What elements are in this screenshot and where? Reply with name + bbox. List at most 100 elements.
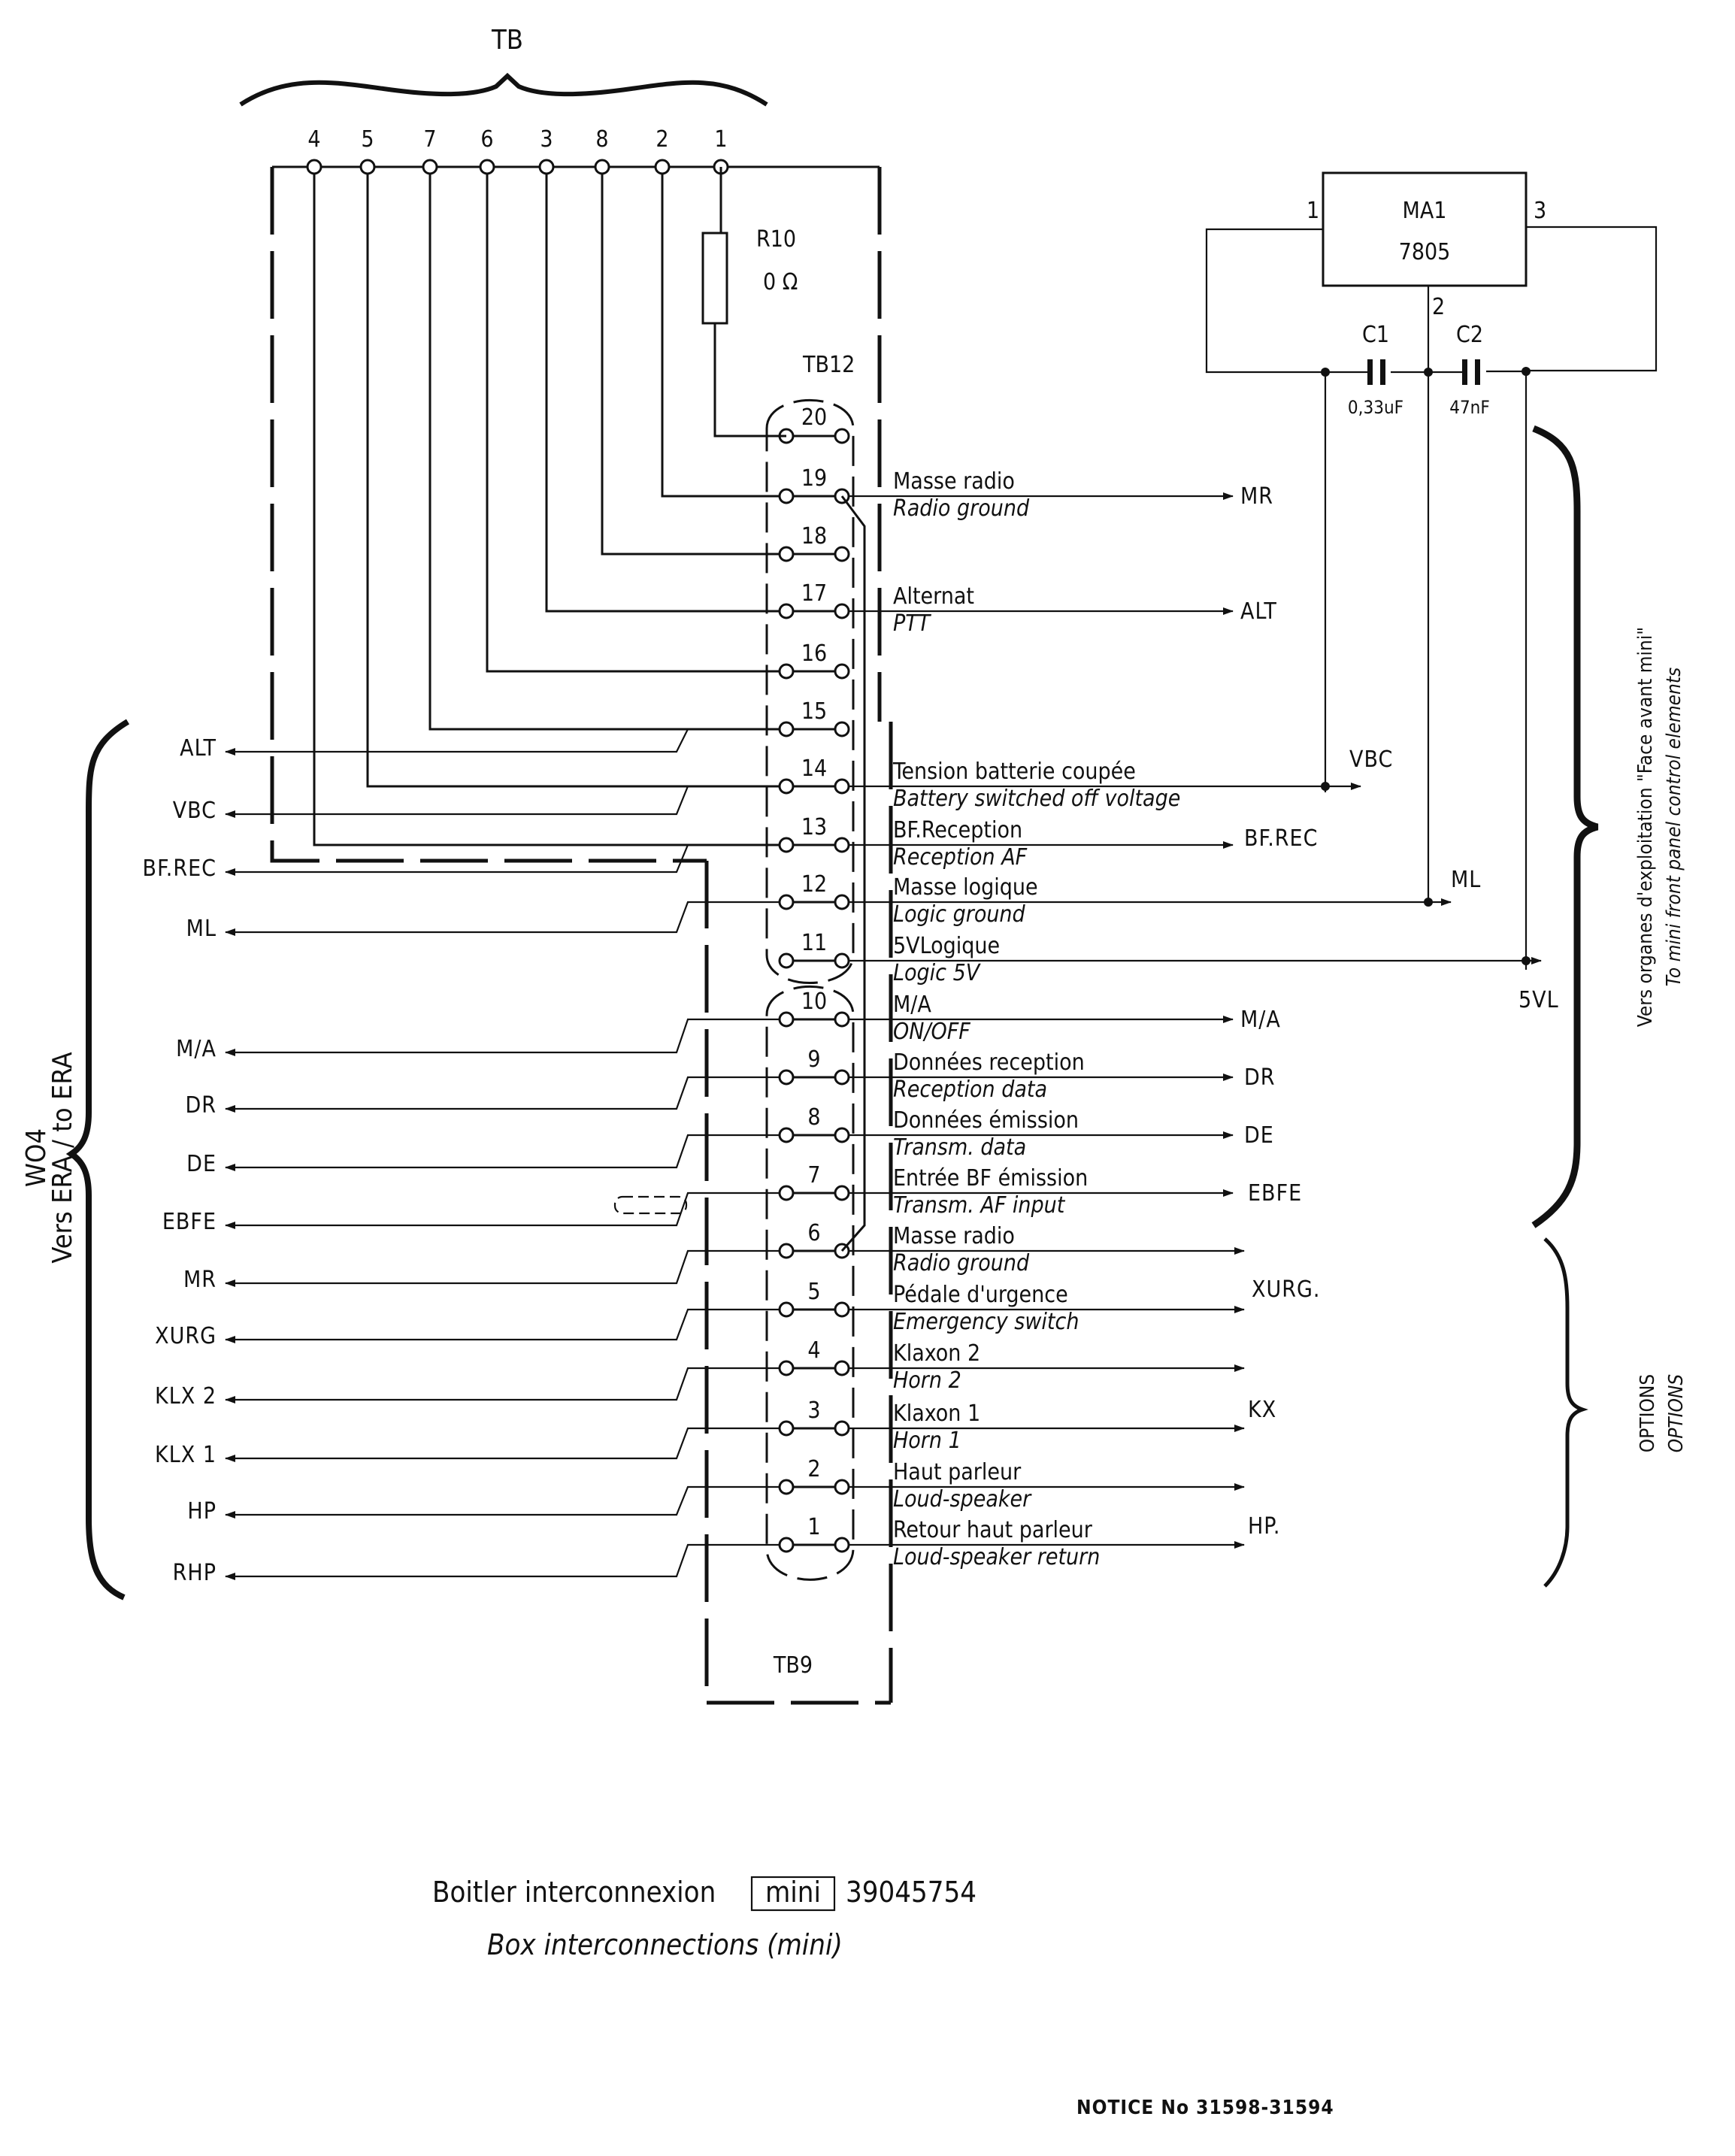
terminal-number: 15: [801, 698, 827, 725]
c2-plate-b: [1475, 359, 1480, 385]
terminal-left: [778, 663, 795, 680]
terminal-left: [778, 952, 795, 969]
terminal-right: [834, 1420, 850, 1437]
terminal-right: [834, 1301, 850, 1318]
terminal-right: [834, 1069, 850, 1086]
left-label: M/A: [176, 1036, 216, 1062]
signal-name-en: Loud-speaker return: [893, 1544, 1100, 1570]
terminal-right: [834, 894, 850, 910]
c1-value: 0,33uF: [1348, 397, 1403, 418]
left-wire: [225, 728, 780, 756]
signal-name-en: PTT: [893, 610, 932, 637]
signal-name-fr: Masse radio: [893, 468, 1015, 495]
tb-drop-wire: [661, 174, 780, 498]
left-wire: [225, 901, 780, 936]
left-label: XURG: [155, 1323, 216, 1349]
wo4-label: WO4: [21, 1128, 52, 1187]
left-label: ML: [186, 916, 216, 942]
output-label: XURG.: [1252, 1276, 1320, 1303]
c1-plate-b: [1380, 359, 1385, 385]
caption-subtitle: Box interconnections (mini): [487, 1928, 843, 1961]
signal-name-en: Logic ground: [893, 901, 1026, 928]
signal-name-en: Logic 5V: [893, 960, 982, 986]
signal-name-fr: Retour haut parleur: [893, 1517, 1093, 1543]
left-wire: [225, 1076, 780, 1113]
terminal-number: 6: [807, 1220, 820, 1246]
terminal-right: [834, 778, 850, 795]
tb-pin-terminal: [306, 159, 322, 175]
ma1-wire-in: [1205, 228, 1323, 374]
notice-number: NOTICE No 31598-31594: [1076, 2097, 1334, 2119]
terminal-right: [834, 1011, 850, 1028]
wo4-brace: [65, 719, 130, 1600]
terminal-right: [834, 1127, 850, 1143]
caption-part-number: 39045754: [846, 1876, 977, 1909]
signal-name-en: Reception data: [893, 1076, 1047, 1103]
left-wire: [225, 843, 780, 876]
terminal-number: 12: [801, 871, 827, 898]
signal-name-en: Radio ground: [893, 1250, 1030, 1276]
tb-drop-wire: [428, 174, 780, 731]
signal-name-fr: Pédale d'urgence: [893, 1282, 1068, 1308]
node-ml: [1424, 898, 1433, 907]
tb-drop-wire: [366, 174, 780, 788]
signal-name-en: Radio ground: [893, 495, 1030, 522]
terminal-number: 18: [801, 523, 827, 550]
left-label: BF.REC: [143, 855, 216, 882]
caption-title: Boitler interconnexion: [432, 1876, 716, 1909]
terminal-right: [834, 1537, 850, 1553]
terminal-number: 9: [807, 1046, 820, 1073]
tb-pin-terminal: [479, 159, 495, 175]
left-label: VBC: [173, 798, 216, 824]
front-panel-brace: [1531, 425, 1599, 1228]
tb9-label: TB9: [773, 1652, 813, 1679]
terminal-right: [834, 837, 850, 853]
terminal-left: [778, 778, 795, 795]
tb-pin-label: 7: [423, 126, 436, 153]
output-label: DE: [1244, 1122, 1274, 1149]
left-wire: [225, 1543, 780, 1580]
signal-name-fr: Entrée BF émission: [893, 1165, 1088, 1192]
tb12-label: TB12: [802, 352, 855, 378]
terminal-left: [778, 488, 795, 504]
terminal-left: [778, 1069, 795, 1086]
r10-wire-bottom: [713, 323, 786, 438]
tb-pin-terminal: [594, 159, 610, 175]
tb-pin-terminal: [422, 159, 438, 175]
signal-name-en: Battery switched off voltage: [893, 786, 1180, 812]
terminal-number: 7: [807, 1162, 820, 1189]
terminal-left: [778, 837, 795, 853]
tb-pin-label: 8: [595, 126, 608, 153]
tb-brace-curve: [239, 72, 768, 107]
left-wire: [225, 1018, 780, 1056]
left-wire: [225, 785, 780, 818]
caption-mini: mini: [765, 1876, 821, 1909]
terminal-number: 2: [807, 1456, 820, 1482]
options-label-2: OPTIONS: [1665, 1374, 1688, 1453]
signal-name-fr: Klaxon 2: [893, 1340, 980, 1367]
c2-value: 47nF: [1449, 397, 1490, 418]
terminal-right: [834, 952, 850, 969]
left-label: DR: [185, 1092, 216, 1119]
terminal-number: 19: [801, 465, 827, 492]
signal-name-fr: M/A: [893, 992, 931, 1018]
tb-pin-label: 6: [480, 126, 493, 153]
left-wire: [225, 1192, 780, 1229]
era-label: Vers ERA / to ERA: [47, 1052, 78, 1263]
signal-name-en: Emergency switch: [893, 1309, 1079, 1335]
signal-name-fr: Données reception: [893, 1049, 1085, 1076]
r10-resistor: [701, 232, 728, 325]
tb-pin-label: 3: [540, 126, 553, 153]
terminal-left: [778, 1185, 795, 1201]
tb-pin-terminal: [654, 159, 671, 175]
signal-name-en: Transm. AF input: [893, 1192, 1066, 1219]
output-label: M/A: [1240, 1007, 1281, 1033]
signal-name-en: Loud-speaker: [893, 1486, 1032, 1513]
